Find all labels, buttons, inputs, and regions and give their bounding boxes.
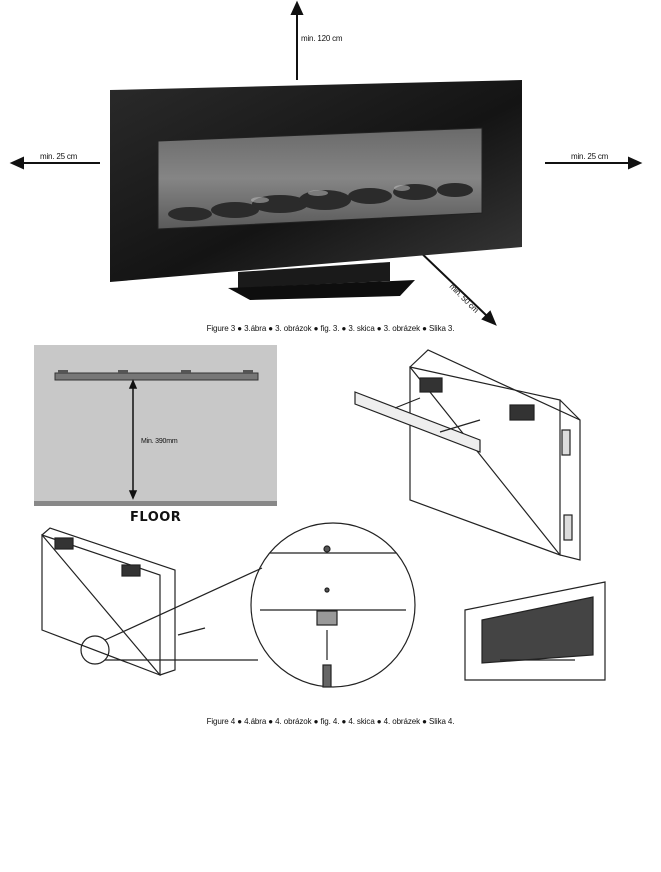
fireplace-clearance-illustration <box>9 0 643 326</box>
heater-mount-step <box>41 527 263 676</box>
figure3-caption: Figure 3 ● 3.ábra ● 3. obrázok ● fig. 3.… <box>206 324 455 333</box>
clearance-top-label: min. 120 cm <box>301 34 343 43</box>
finished-heater <box>464 581 606 681</box>
detail-magnifier <box>250 522 416 688</box>
floor-label: FLOOR <box>130 510 182 525</box>
clearance-right-label: min. 25 cm <box>571 152 609 161</box>
clearance-left-label: min. 25 cm <box>40 152 78 161</box>
fireplace-unit <box>110 80 522 300</box>
figure4-caption: Figure 4 ● 4.ábra ● 4. obrázok ● fig. 4.… <box>206 717 455 726</box>
bracket-height-label: Min. 390mm <box>141 438 178 445</box>
heater-with-bracket <box>354 349 581 561</box>
wall-bracket-panel <box>34 345 277 506</box>
installation-steps-illustration <box>34 345 606 688</box>
